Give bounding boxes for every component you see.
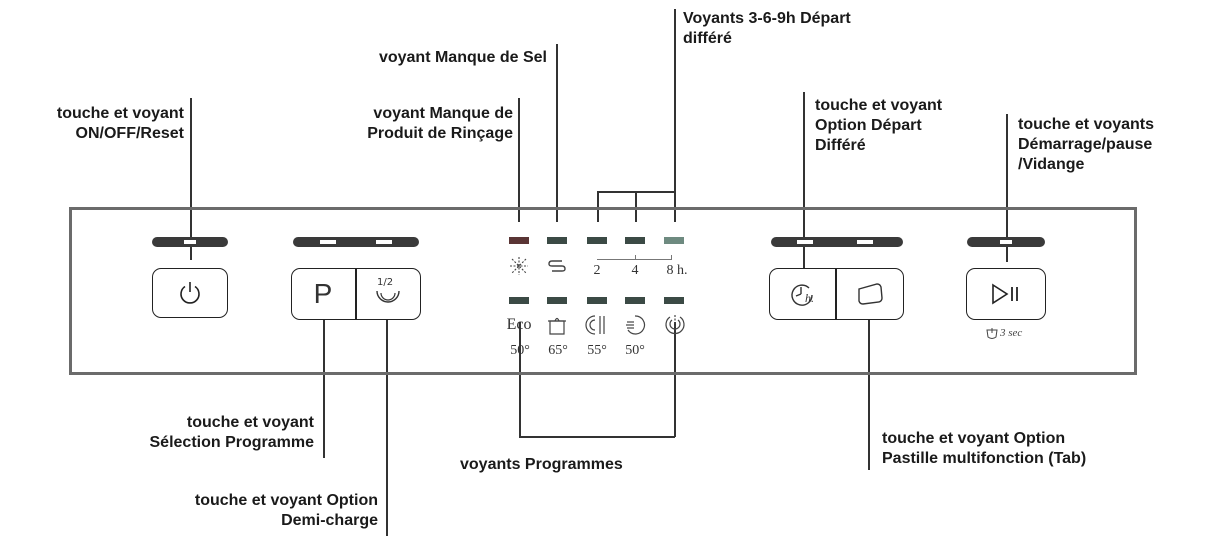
half-load-label: 1/2 [377, 277, 394, 288]
rinse-aid-icon [510, 257, 528, 275]
delay-8h-led [664, 237, 684, 244]
program-intensive-led [547, 297, 567, 304]
leader-delay-button [803, 92, 805, 287]
program-normal-led [587, 297, 607, 304]
power-icon [180, 282, 200, 304]
start-pause-button[interactable] [966, 268, 1046, 320]
delay-8h-label: 8 h. [666, 263, 688, 278]
delay-4h-label: 4 [631, 263, 639, 278]
salt-icon [548, 260, 566, 272]
half-load-button[interactable]: 1/2 [356, 269, 420, 319]
leader-start-button [1006, 114, 1008, 262]
drain-icon [986, 328, 998, 339]
program-rapid-led [625, 297, 645, 304]
leader-programs-left [519, 322, 521, 437]
leader-salt [556, 44, 558, 222]
indicator-bar-start [967, 237, 1045, 247]
label-salt: voyant Manque de Sel [378, 49, 547, 66]
delay-h-label: h. [805, 291, 814, 305]
program-eco-temp: 50° [510, 343, 530, 358]
pot-icon [548, 317, 566, 335]
leader-programs-bracket [519, 436, 675, 438]
leader-onoff [190, 98, 192, 260]
soak-icon [665, 315, 685, 335]
hours-bracket [597, 259, 672, 260]
program-rapid-temp: 50° [625, 343, 645, 358]
program-eco-led [509, 297, 529, 304]
program-intensive-temp: 65° [548, 343, 568, 358]
delay-2h-label: 2 [593, 263, 601, 278]
play-pause-icon [992, 283, 1018, 305]
delay-clock-icon [791, 284, 813, 306]
salt-refill-led [509, 237, 529, 244]
tab-option-button[interactable] [836, 269, 903, 319]
delay-2h-led [587, 237, 607, 244]
leader-delay-4 [635, 191, 637, 222]
drain-3sec-label: 3 sec [1000, 327, 1023, 339]
tablet-icon [857, 283, 883, 305]
program-p-label: P [313, 278, 333, 309]
rapid-icon [626, 315, 646, 335]
label-programs: voyants Programmes [460, 456, 623, 473]
leader-program-select [323, 320, 325, 458]
rinse-aid-led [547, 237, 567, 244]
leader-delay-2 [597, 191, 599, 222]
indicator-bar-delay [771, 237, 903, 247]
leader-delay-lights [674, 9, 676, 192]
leader-tab [868, 320, 870, 470]
program-eco-symbol: Eco [506, 316, 532, 333]
leader-rinse [518, 98, 520, 222]
delay-start-button[interactable]: h. [770, 269, 834, 319]
program-select-button[interactable]: P [292, 269, 354, 319]
delay-4h-led [625, 237, 645, 244]
onoff-button[interactable] [152, 268, 228, 318]
plate-cutlery-icon [585, 315, 605, 335]
leader-delay-8 [674, 191, 676, 222]
program-normal-temp: 55° [587, 343, 607, 358]
leader-programs-right [674, 322, 676, 437]
leader-half-load [386, 320, 388, 536]
control-panel [69, 207, 1137, 375]
indicator-bar-program [293, 237, 419, 247]
half-load-icon [376, 290, 400, 303]
program-soak-led [664, 297, 684, 304]
indicator-bar-onoff [152, 237, 228, 247]
